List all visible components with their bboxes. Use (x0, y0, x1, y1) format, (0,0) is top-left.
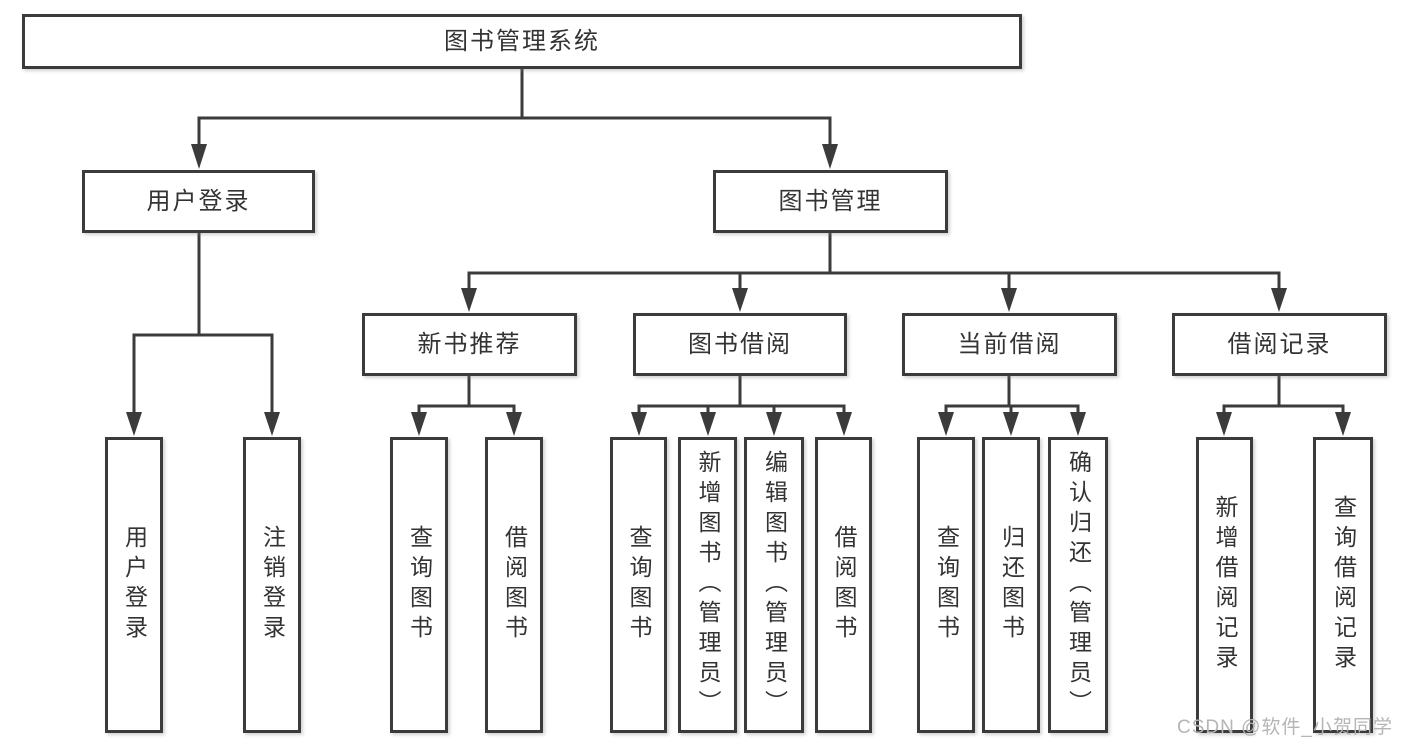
connector-current-borrow (938, 376, 1086, 436)
node-records-query-record-label: 查询借阅记录 (1330, 495, 1357, 675)
node-current-confirm-return: 确认归还（管理员） (1048, 437, 1108, 733)
node-current-confirm-return-label: 确认归还（管理员） (1065, 450, 1092, 720)
node-leaf-logout-label: 注销登录 (259, 525, 286, 645)
connector-book-mgmt (461, 233, 1287, 312)
node-borrow-add-book-label: 新增图书（管理员） (695, 450, 721, 720)
node-leaf-logout: 注销登录 (243, 437, 301, 733)
node-book-borrow: 图书借阅 (633, 313, 847, 376)
node-borrow-edit-book: 编辑图书（管理员） (744, 437, 804, 733)
node-user-login-label: 用户登录 (146, 187, 251, 215)
node-book-mgmt-label: 图书管理 (778, 187, 883, 215)
node-borrow-query-book-label: 查询图书 (626, 525, 652, 645)
node-borrow-borrow-book: 借阅图书 (815, 437, 872, 733)
node-rec-borrow-book-label: 借阅图书 (501, 525, 528, 645)
node-borrow-borrow-book-label: 借阅图书 (831, 525, 857, 645)
node-borrow-query-book: 查询图书 (610, 437, 667, 733)
node-current-borrow: 当前借阅 (902, 313, 1117, 376)
node-borrow-records-label: 借阅记录 (1227, 330, 1332, 358)
node-new-book-rec: 新书推荐 (362, 313, 577, 376)
node-leaf-user-login: 用户登录 (105, 437, 163, 733)
node-borrow-edit-book-label: 编辑图书（管理员） (761, 450, 788, 720)
node-user-login: 用户登录 (82, 170, 315, 233)
node-records-add-record-label: 新增借阅记录 (1212, 495, 1238, 675)
connector-book-borrow (631, 376, 852, 436)
connector-new-book-rec (411, 376, 522, 436)
node-borrow-records: 借阅记录 (1172, 313, 1387, 376)
csdn-watermark: CSDN @软件_小贺同学 (1177, 717, 1393, 738)
connector-root (191, 69, 838, 169)
node-rec-query-book: 查询图书 (390, 437, 448, 733)
node-new-book-rec-label: 新书推荐 (417, 330, 522, 358)
node-records-query-record: 查询借阅记录 (1313, 437, 1373, 733)
connector-borrow-records (1216, 376, 1351, 436)
node-current-query-book-label: 查询图书 (933, 525, 960, 645)
node-borrow-add-book: 新增图书（管理员） (678, 437, 737, 733)
node-book-mgmt: 图书管理 (713, 170, 948, 233)
node-root-label: 图书管理系统 (444, 27, 600, 55)
node-root: 图书管理系统 (22, 14, 1022, 69)
node-current-return-book: 归还图书 (982, 437, 1040, 733)
node-leaf-user-login-label: 用户登录 (121, 525, 148, 645)
node-rec-borrow-book: 借阅图书 (485, 437, 543, 733)
node-current-return-book-label: 归还图书 (998, 525, 1025, 645)
node-records-add-record: 新增借阅记录 (1196, 437, 1253, 733)
connector-user-login (126, 233, 280, 436)
node-current-borrow-label: 当前借阅 (957, 330, 1062, 358)
node-book-borrow-label: 图书借阅 (688, 330, 792, 358)
node-current-query-book: 查询图书 (917, 437, 975, 733)
node-rec-query-book-label: 查询图书 (406, 525, 433, 645)
